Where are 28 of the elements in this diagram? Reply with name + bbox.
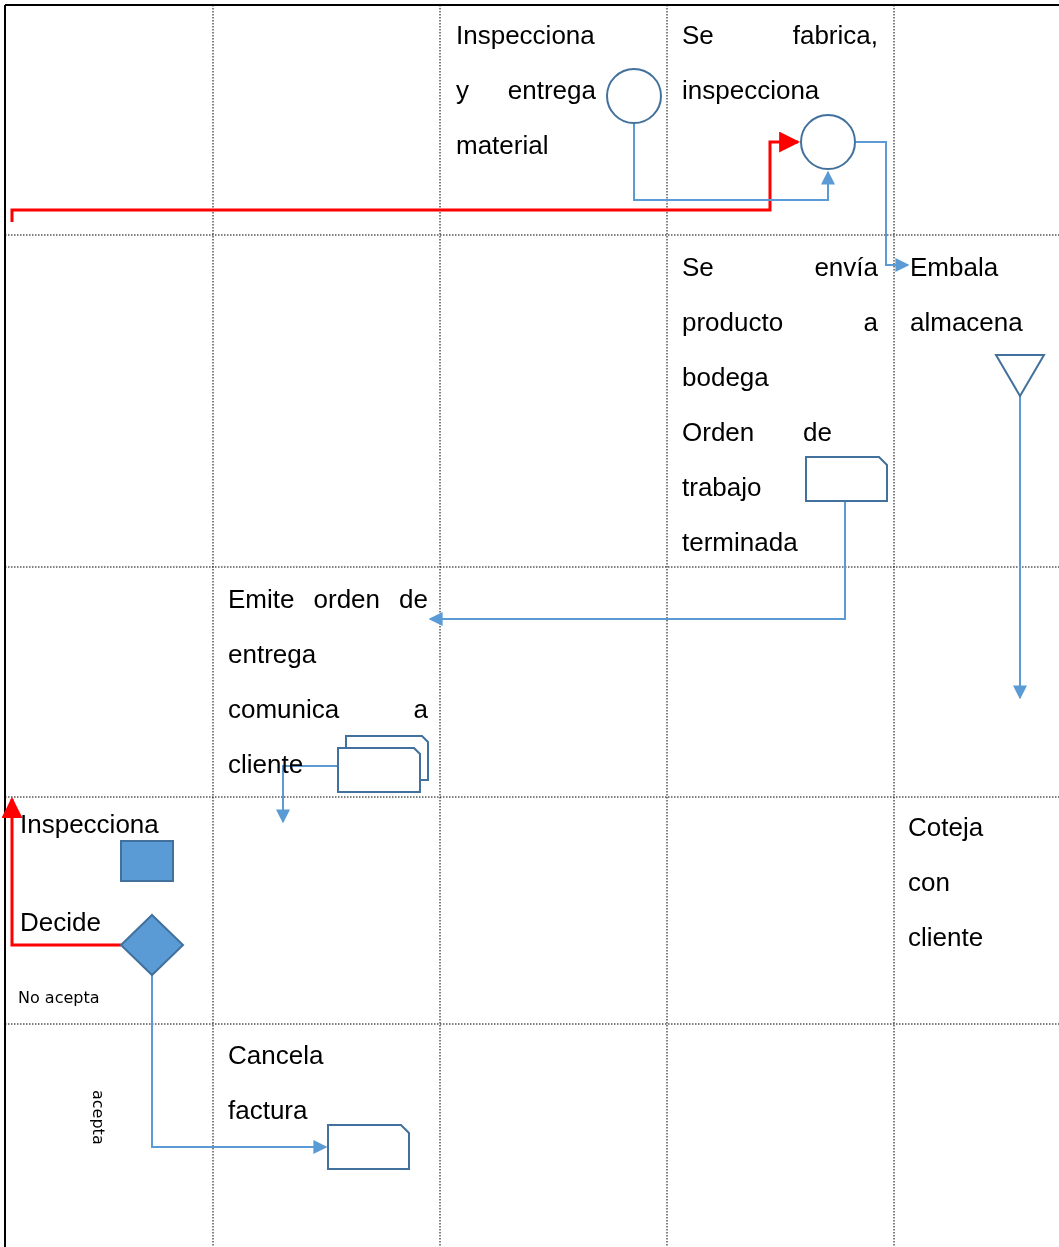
arrow xyxy=(1,796,121,947)
step-text: Orden de trabajo terminada xyxy=(682,405,832,570)
document-symbol xyxy=(328,1125,409,1169)
step-text: Coteja con cliente xyxy=(908,800,1008,965)
document-symbol xyxy=(806,457,887,501)
step-text: Emite orden de entrega comunica a cliente xyxy=(228,572,428,792)
branch-label: acepta xyxy=(89,1090,108,1145)
step-text: Cancela factura xyxy=(228,1028,408,1138)
step-text: Decide xyxy=(20,895,120,950)
arrow xyxy=(428,500,846,626)
arrow xyxy=(276,765,339,824)
arrow xyxy=(151,974,328,1154)
branch-label: No acepta xyxy=(18,988,100,1007)
operation-circle xyxy=(800,114,856,170)
step-text: Se envía producto a bodega xyxy=(682,240,878,405)
arrow xyxy=(1013,395,1027,700)
step-text: Embala almacena xyxy=(910,240,1040,350)
step-text: Inspecciona y entrega material xyxy=(456,8,596,173)
multi-document-symbol xyxy=(338,736,428,792)
arrow xyxy=(10,131,801,222)
arrow xyxy=(633,123,835,201)
step-text: Inspecciona xyxy=(20,797,200,852)
inspection-square xyxy=(121,841,173,881)
step-text: Se fabrica, inspecciona xyxy=(682,8,878,118)
decision-diamond xyxy=(121,915,183,975)
storage-triangle xyxy=(996,355,1044,396)
operation-circle xyxy=(606,68,662,124)
arrow xyxy=(855,141,910,272)
